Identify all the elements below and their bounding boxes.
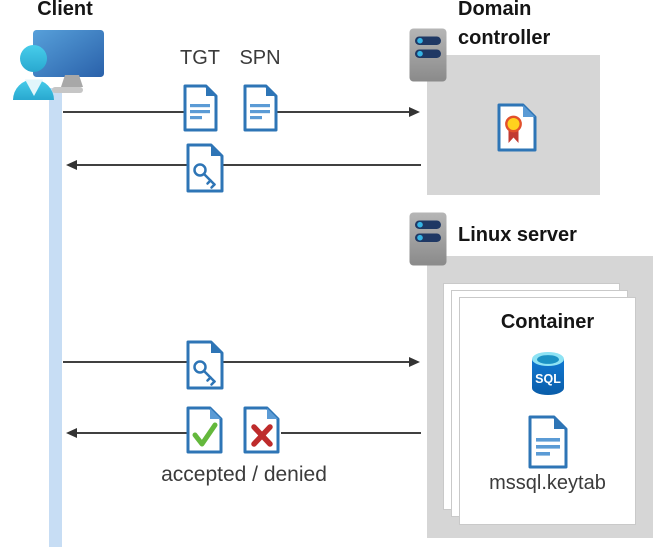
- domain-controller-server-icon: [409, 28, 447, 82]
- spn-document-icon: [243, 84, 278, 132]
- flow1-line-right: [276, 111, 410, 113]
- flow3-line: [63, 361, 410, 363]
- linux-server-icon: [409, 212, 447, 266]
- check-document-icon: [186, 406, 223, 454]
- linux-server-label: Linux server: [458, 224, 577, 246]
- sql-badge-text: SQL: [535, 372, 561, 386]
- keytab-document-icon: [528, 415, 567, 469]
- flow1-line-left: [63, 111, 185, 113]
- flow2-arrowhead-icon: [66, 160, 77, 170]
- tgt-caption: TGT: [180, 47, 220, 69]
- keytab-label: mssql.keytab: [489, 472, 606, 494]
- key-document-icon: [186, 340, 224, 390]
- tgt-document-icon: [183, 84, 218, 132]
- flow1-arrowhead-icon: [409, 107, 420, 117]
- flow4-line-right: [281, 432, 421, 434]
- x-document-icon: [243, 406, 280, 454]
- container-label: Container: [500, 311, 595, 333]
- client-label: Client: [37, 0, 93, 20]
- client-workstation-icon: [13, 30, 104, 100]
- key-document-icon: [186, 143, 224, 193]
- flow4-line-left: [77, 432, 187, 434]
- sql-database-icon: SQL: [531, 352, 564, 395]
- domain-controller-label: Domain controller: [458, 0, 551, 49]
- container-card: Container SQL mssql.keytab: [459, 297, 636, 525]
- flow3-arrowhead-icon: [409, 357, 420, 367]
- certificate-document-icon: [497, 103, 537, 152]
- flow2-line: [77, 164, 421, 166]
- flow4-arrowhead-icon: [66, 428, 77, 438]
- spn-caption: SPN: [239, 47, 281, 69]
- client-lifeline: [49, 88, 62, 547]
- accepted-denied-caption: accepted / denied: [161, 463, 327, 486]
